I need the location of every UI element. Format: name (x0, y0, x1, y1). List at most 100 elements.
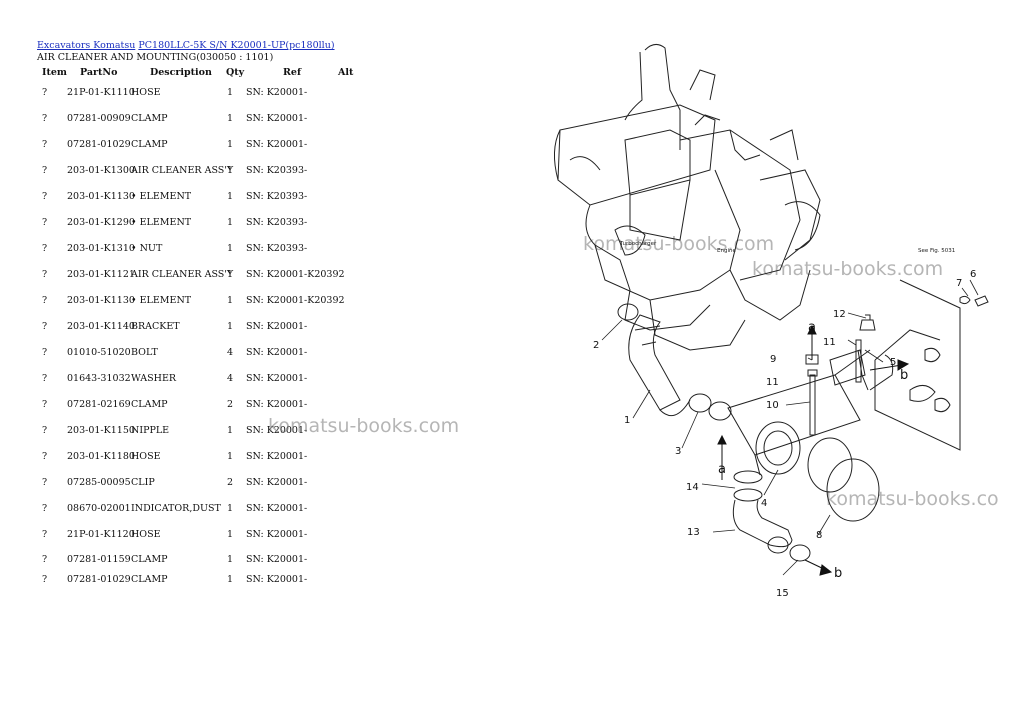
breadcrumb-link-category[interactable]: Excavators Komatsu (37, 40, 136, 51)
row-description: CLAMP (131, 399, 168, 410)
row-description: BRACKET (131, 321, 180, 332)
row-item: ? (42, 113, 48, 124)
row-description: CLAMP (131, 139, 168, 150)
row-ref: SN: K20001- (246, 477, 308, 488)
row-description: WASHER (131, 373, 177, 384)
row-partno: 21P-01-K1110 (67, 87, 135, 98)
row-description: HOSE (131, 529, 161, 540)
row-qty: 1 (227, 139, 234, 150)
bracket-illustration (829, 279, 961, 451)
row-description: NIPPLE (131, 425, 170, 436)
row-partno: 07281-01029 (67, 139, 131, 150)
breadcrumb-link-model[interactable]: PC180LLC-5K S/N K20001-UP(pc180llu) (138, 40, 335, 51)
row-ref: SN: K20001- (246, 321, 308, 332)
row-description: • ELEMENT (131, 217, 192, 228)
row-item: ? (42, 373, 48, 384)
clamp-illustration (826, 458, 880, 522)
row-description: CLAMP (131, 574, 168, 585)
row-partno: 07281-01029 (67, 574, 131, 585)
row-item: ? (42, 529, 48, 540)
clamp-illustration (688, 393, 712, 413)
row-ref: SN: K20393- (246, 243, 308, 254)
row-partno: 01643-31032 (67, 373, 131, 384)
row-description: CLIP (131, 477, 155, 488)
column-header-partno: PartNo (80, 67, 118, 78)
row-partno: 203-01-K1121 (67, 269, 135, 280)
breadcrumb: Excavators Komatsu PC180LLC-5K S/N K2000… (37, 40, 335, 51)
row-ref: SN: K20001-K20392 (246, 295, 345, 306)
arrow-label-a: a (718, 462, 726, 477)
row-ref: SN: K20001- (246, 113, 308, 124)
row-item: ? (42, 477, 48, 488)
row-ref: SN: K20001- (246, 425, 308, 436)
row-qty: 1 (227, 217, 234, 228)
row-partno: 203-01-K1180 (67, 451, 135, 462)
row-description: • ELEMENT (131, 191, 192, 202)
callout-7: 7 (956, 278, 962, 289)
row-description: • ELEMENT (131, 295, 192, 306)
row-ref: SN: K20001- (246, 574, 308, 585)
row-item: ? (42, 321, 48, 332)
row-ref: SN: K20001- (246, 139, 308, 150)
row-qty: 1 (227, 425, 234, 436)
row-qty: 1 (227, 165, 234, 176)
callout-10: 10 (766, 400, 779, 411)
row-item: ? (42, 87, 48, 98)
row-description: • NUT (131, 243, 163, 254)
watermark: komatsu-books.com (752, 258, 944, 280)
clamp-illustration (789, 544, 811, 562)
air-cleaner-illustration (727, 349, 871, 476)
nipple-illustration (805, 314, 876, 436)
section-title: AIR CLEANER AND MOUNTING(030050 : 1101) (37, 52, 274, 63)
callout-2: 2 (593, 340, 599, 351)
column-header-description: Description (150, 67, 212, 78)
watermark: komatsu-books.com (268, 415, 460, 437)
row-item: ? (42, 503, 48, 514)
column-header-qty: Qty (226, 67, 245, 78)
callout-11: 11 (823, 337, 836, 348)
callout-5: 5 (890, 357, 896, 368)
column-header-ref: Ref (283, 67, 302, 78)
hose-illustration (628, 314, 691, 417)
row-partno: 203-01-K1130 (67, 295, 135, 306)
row-description: INDICATOR,DUST (131, 503, 221, 514)
callout-12: 12 (833, 309, 846, 320)
callouts: 1 2 3 4 5 6 7 8 9 10 11 11 12 13 14 15 a… (593, 241, 976, 599)
row-ref: SN: K20001- (246, 87, 308, 98)
row-item: ? (42, 269, 48, 280)
row-ref: SN: K20001- (246, 503, 308, 514)
row-qty: 1 (227, 269, 234, 280)
arrow-label-b: b (834, 566, 842, 581)
callout-1: 1 (624, 415, 630, 426)
row-qty: 1 (227, 554, 234, 565)
row-partno: 203-01-K1130 (67, 191, 135, 202)
callout-11b: 11 (766, 377, 779, 388)
row-qty: 1 (227, 295, 234, 306)
row-qty: 1 (227, 191, 234, 202)
callout-13: 13 (687, 527, 700, 538)
row-ref: SN: K20001-K20392 (246, 269, 345, 280)
row-description: CLAMP (131, 113, 168, 124)
row-description: BOLT (131, 347, 158, 358)
row-qty: 1 (227, 321, 234, 332)
row-item: ? (42, 574, 48, 585)
parts-table-header: Item PartNo Description Qty Ref Alt (0, 67, 380, 80)
row-item: ? (42, 399, 48, 410)
row-partno: 07285-00095 (67, 477, 131, 488)
watermark: komatsu-books.co (826, 488, 999, 510)
row-item: ? (42, 451, 48, 462)
